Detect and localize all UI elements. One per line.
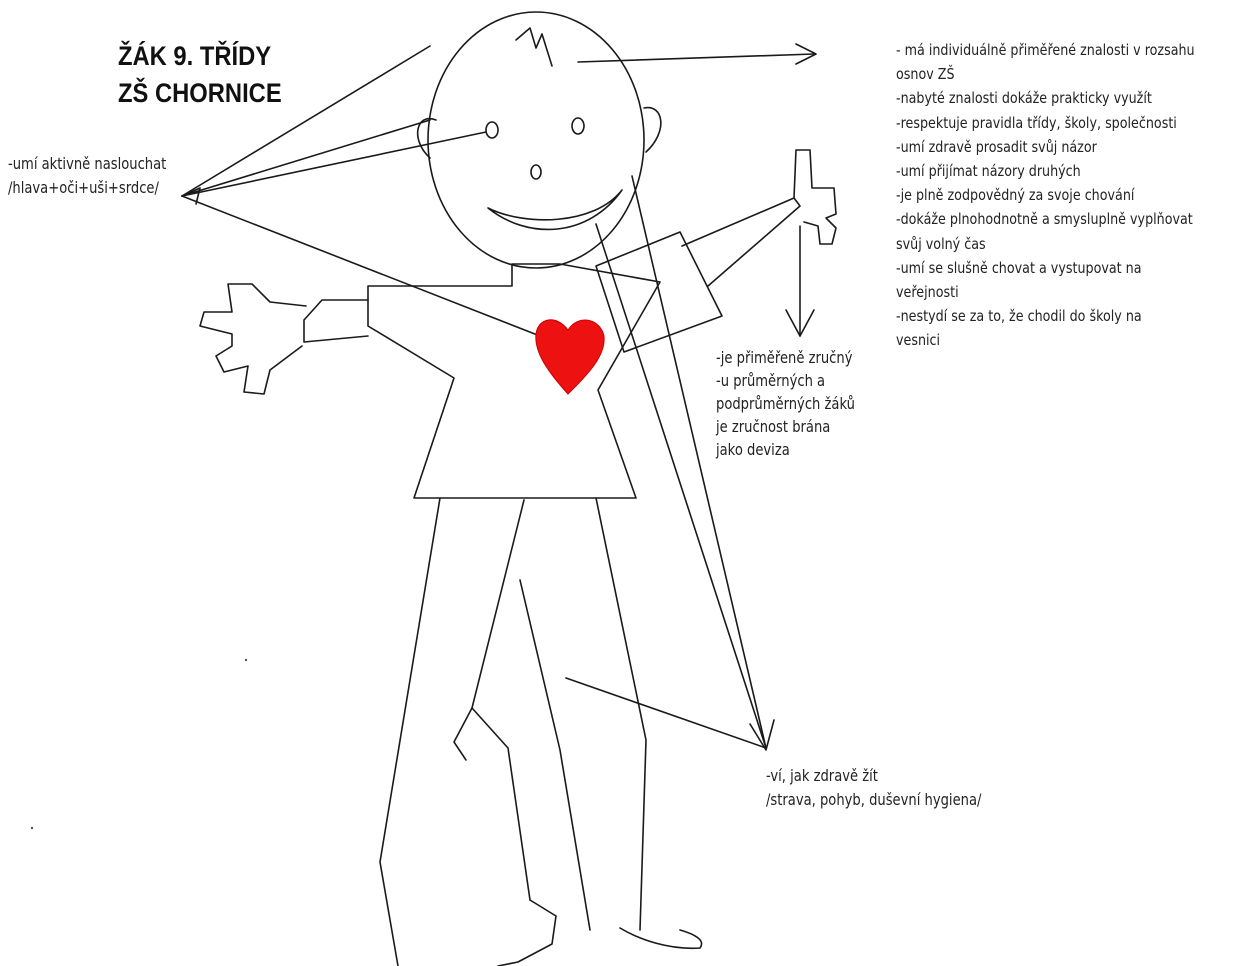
title-line-1: ŽÁK 9. TŘÍDY (118, 38, 282, 75)
pointer-health-2 (632, 176, 766, 748)
note-line: je zručnost brána (716, 415, 855, 438)
right-shoe (620, 928, 702, 948)
legs (380, 498, 702, 966)
note-line: -umí aktivně naslouchat (8, 152, 166, 176)
note-health: -ví, jak zdravě žít /strava, pohyb, duše… (766, 764, 981, 812)
pointer-health-3 (566, 678, 766, 748)
note-listening: -umí aktivně naslouchat /hlava+oči+uši+s… (8, 152, 166, 200)
note-line: -u průměrných a (716, 369, 855, 392)
note-line: osnov ZŠ (896, 62, 1195, 86)
note-line: podprůměrných žáků (716, 392, 855, 415)
note-line: vesnici (896, 328, 1195, 352)
note-line: -nabyté znalosti dokáže prakticky využít (896, 86, 1195, 110)
title-line-2: ZŠ CHORNICE (118, 75, 282, 112)
speck (31, 827, 33, 829)
head (428, 12, 644, 268)
note-line: -dokáže plnohodnotně a smysluplně vyplňo… (896, 207, 1195, 231)
pointer-mind-arrow (578, 54, 814, 62)
pointer-eye (182, 132, 486, 196)
note-line: -umí přijímat názory druhých (896, 159, 1195, 183)
left-leg (380, 498, 440, 966)
crotch (454, 708, 472, 760)
note-line: -nestydí se za to, že chodil do školy na (896, 304, 1195, 328)
heart-icon (536, 320, 604, 394)
note-line: jako deviza (716, 438, 855, 461)
left-arm-sleeve (304, 300, 368, 342)
right-leg-inner (520, 580, 590, 930)
note-line: svůj volný čas (896, 232, 1195, 256)
nose (531, 165, 541, 179)
note-line: - má individuálně přiměřené znalosti v r… (896, 38, 1195, 62)
note-line: /strava, pohyb, duševní hygiena/ (766, 788, 981, 812)
hair (516, 28, 552, 66)
mouth (488, 190, 622, 229)
note-knowledge: - má individuálně přiměřené znalosti v r… (896, 38, 1195, 353)
left-hand (200, 284, 306, 394)
left-leg-inner (472, 500, 530, 900)
left-ear (418, 119, 436, 158)
shirt (368, 264, 660, 498)
note-line: /hlava+oči+uši+srdce/ (8, 176, 166, 200)
note-line: -ví, jak zdravě žít (766, 764, 981, 788)
note-line: -je plně zodpovědný za svoje chování (896, 183, 1195, 207)
speck (245, 659, 247, 661)
pointer-heart (182, 196, 540, 336)
right-leg-outer (596, 498, 646, 930)
note-line: -umí se slušně chovat a vystupovat na (896, 256, 1195, 280)
note-line: -respektuje pravidla třídy, školy, spole… (896, 111, 1195, 135)
left-shoe (498, 900, 556, 966)
note-line: -umí zdravě prosadit svůj názor (896, 135, 1195, 159)
drawing-title: ŽÁK 9. TŘÍDY ZŠ CHORNICE (118, 38, 282, 112)
pointer-ear (182, 120, 430, 196)
right-ear (644, 108, 661, 152)
note-line: -je přiměřeně zručný (716, 346, 855, 369)
right-eye (572, 118, 584, 134)
note-skill: -je přiměřeně zručný -u průměrných a pod… (716, 346, 855, 461)
pointer-health-1 (596, 224, 766, 748)
note-line: veřejnosti (896, 280, 1195, 304)
left-eye (486, 122, 498, 138)
